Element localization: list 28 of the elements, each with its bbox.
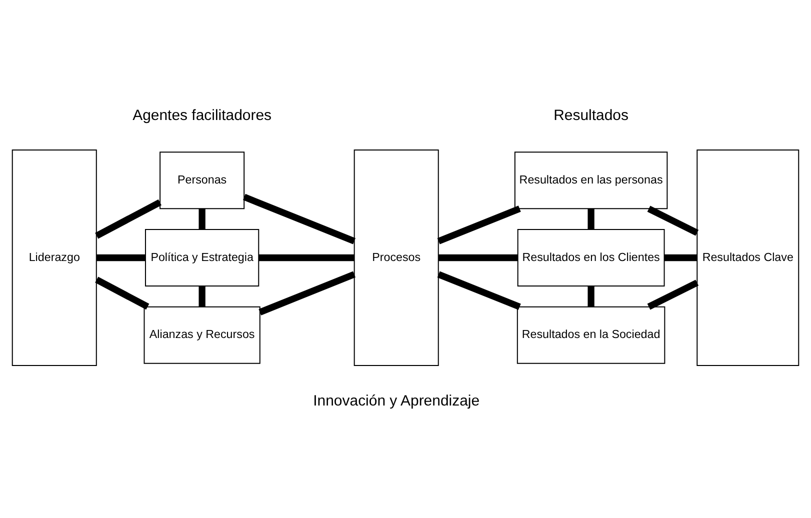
connector [647, 280, 699, 310]
connector [258, 254, 354, 262]
node-box: Resultados Clave [696, 150, 800, 366]
label: Resultados [554, 106, 628, 124]
label: Agentes facilitadores [132, 106, 272, 124]
connector [664, 254, 698, 262]
node-box: Política y Estrategia [144, 228, 260, 287]
connector [258, 271, 356, 316]
connector [198, 286, 206, 307]
node-box: Resultados en la Sociedad [516, 306, 666, 364]
connector [647, 206, 699, 236]
node-box: Procesos [354, 150, 439, 366]
node-box: Alianzas y Recursos [144, 306, 260, 364]
connector [242, 194, 356, 244]
node-box: Resultados en los Clientes [517, 228, 665, 287]
connector [588, 286, 594, 307]
connector [437, 271, 521, 310]
node-box: Liderazgo [12, 150, 97, 366]
connector [95, 199, 162, 239]
connector [438, 254, 518, 262]
connector [96, 254, 146, 262]
node-box: Personas [160, 152, 245, 210]
node-box: Resultados en las personas [514, 152, 668, 210]
connector [198, 208, 206, 230]
connector [437, 206, 521, 244]
connector [95, 276, 150, 310]
connector [588, 208, 594, 230]
label: Innovación y Aprendizaje [313, 392, 480, 410]
